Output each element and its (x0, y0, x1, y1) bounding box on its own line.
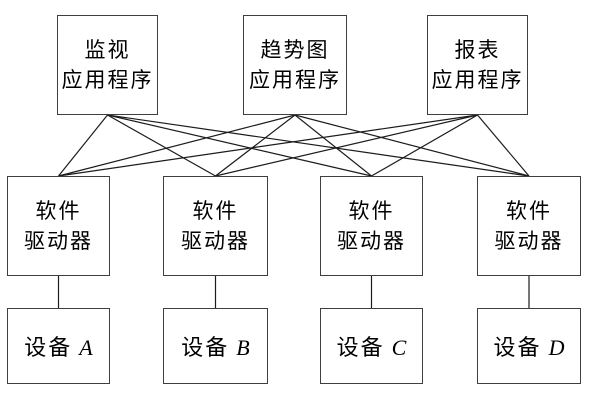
driver-1-label-line1: 软件 (35, 199, 82, 223)
app-box-monitor: 监视 应用程序 (57, 15, 158, 115)
driver-box-1: 软件 驱动器 (7, 176, 110, 276)
driver-1-label-line2: 驱动器 (24, 229, 93, 253)
driver-4-label-line1: 软件 (506, 199, 552, 223)
driver-3-label-line1: 软件 (348, 199, 395, 223)
driver-box-3: 软件 驱动器 (320, 176, 423, 276)
driver-2-label-line1: 软件 (192, 199, 239, 223)
driver-4-label-line2: 驱动器 (494, 229, 564, 253)
device-d-letter: D (548, 335, 565, 360)
driver-box-4: 软件 驱动器 (477, 176, 581, 276)
driver-2-label-line2: 驱动器 (181, 229, 250, 253)
device-a-letter: A (79, 335, 93, 360)
app-monitor-label-line1: 监视 (84, 38, 131, 62)
app-report-label-line2: 应用程序 (431, 68, 524, 92)
app-report-label-line1: 报表 (454, 38, 501, 62)
app-monitor-label-line2: 应用程序 (61, 68, 154, 92)
device-c-letter: C (391, 335, 407, 360)
driver-3-label-line2: 驱动器 (337, 229, 406, 253)
app-box-report: 报表 应用程序 (427, 15, 528, 115)
app-trend-label-line2: 应用程序 (249, 68, 341, 92)
device-b-letter: B (236, 335, 250, 360)
app-box-trend: 趋势图 应用程序 (243, 15, 347, 115)
driver-box-2: 软件 驱动器 (163, 176, 268, 276)
app-trend-label-line1: 趋势图 (260, 38, 330, 62)
